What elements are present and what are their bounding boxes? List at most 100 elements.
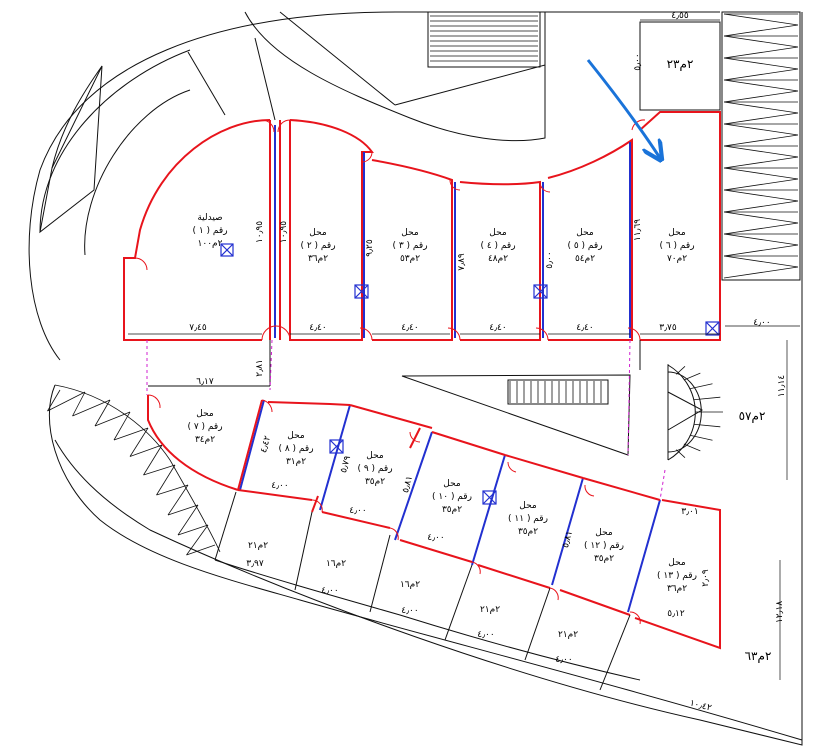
- spiral-tread: [693, 396, 721, 401]
- outdoor-area-label: ٢م٢١: [480, 605, 500, 615]
- dim-top-width: ٤٫٥٥: [671, 11, 689, 21]
- outdoor-area-label: ٢م٢١: [248, 541, 268, 551]
- ramp-line: [723, 266, 799, 279]
- dim-shop4-width: ٤٫٤٠: [489, 323, 506, 333]
- fan-line: [186, 544, 216, 556]
- room-name: محل: [576, 228, 594, 238]
- dim-shop2-width: ٤٫٤٠: [309, 323, 326, 333]
- room-pharmacy: صيدلية رقم ( ١ ) ٢م١٠٠: [192, 213, 227, 249]
- room-number: رقم ( ١٣ ): [657, 571, 697, 581]
- room-name: محل: [519, 501, 537, 511]
- ramp-line: [723, 167, 799, 180]
- room-shop10: محل رقم ( ١٠ ) ٢م٣٥: [432, 479, 472, 515]
- room-shop6: محل رقم ( ٦ ) ٢م٧٠: [659, 228, 694, 264]
- room-shop9: محل رقم ( ٩ ) ٢م٣٥: [357, 451, 392, 487]
- dim-pharmacy-width: ٧٫٤٥: [189, 323, 207, 333]
- room-name: محل: [309, 228, 327, 238]
- room-area: ٢م٣٥: [442, 505, 462, 515]
- room-name: محل: [196, 409, 214, 419]
- room-shop7: محل رقم ( ٧ ) ٢م٣٤: [187, 409, 222, 445]
- ramp-line: [723, 13, 799, 26]
- area-labels: ٢م٢٣ ٢م٥٧ ٢م٦٣ ٢م٢١ ٢م١٦ ٢م١٦ ٢م٢١ ٢م٢١: [248, 57, 771, 663]
- spiral-tread: [683, 372, 701, 381]
- fan-line: [167, 504, 199, 516]
- right-ramp: [721, 11, 801, 281]
- ramp-line: [723, 68, 799, 81]
- upper-shops: [123, 111, 721, 341]
- room-name: محل: [668, 558, 686, 568]
- fan-line: [113, 427, 149, 441]
- dim-bottom-length: ١٠٫٤٢: [688, 699, 712, 714]
- dimension-texts: ٤٫٥٥ ٥٫٠٠ ١٠٫٩٥ ١٠٫٩٥ ٩٫٢٥ ٧٫٨٩ ٥٫٠٠ ١١٫…: [189, 11, 787, 714]
- ramp-line: [723, 35, 799, 48]
- dim-400: ٤٫٠٠: [427, 533, 444, 543]
- ramp-line: [723, 134, 799, 147]
- ramp-line: [723, 211, 799, 224]
- fan-line: [72, 399, 111, 417]
- dim-400: ٤٫٠٠: [555, 655, 572, 665]
- fan-line: [129, 444, 163, 457]
- room-shop8: محل رقم ( ٨ ) ٢م٣١: [278, 431, 313, 467]
- room-number: رقم ( ١٢ ): [584, 541, 624, 551]
- room-shop12: محل رقم ( ١٢ ) ٢م٣٥: [584, 528, 624, 564]
- corridor-core: [148, 340, 641, 456]
- fan-line: [113, 411, 131, 441]
- room-area: ٢م٣١: [286, 457, 306, 467]
- ramp-line: [723, 101, 799, 114]
- room-labels: صيدلية رقم ( ١ ) ٢م١٠٠ محل رقم ( ٢ ) ٢م٣…: [187, 213, 697, 594]
- shaft-3: [533, 284, 548, 299]
- room-area: ٢م٣٥: [518, 527, 538, 537]
- dim-shop5-height: ٥٫٠٠: [545, 251, 555, 268]
- bottom-area-label: ٢م٦٣: [745, 649, 772, 663]
- dim-400: ٤٫٠٠: [477, 630, 494, 640]
- room-name: محل: [366, 451, 384, 461]
- dim-shop13-side: ٢٫٠٩: [701, 569, 711, 587]
- dim-shop10-side: ٥٫٨١: [401, 475, 415, 494]
- spiral-tread: [676, 449, 686, 458]
- dim-shop4-height: ٧٫٨٩: [457, 253, 467, 271]
- ramp-line: [723, 200, 799, 213]
- room-name: محل: [443, 479, 461, 489]
- ramp-line: [723, 244, 799, 257]
- room-number: رقم ( ٩ ): [357, 464, 392, 474]
- dim-shop3-height: ٩٫٢٥: [365, 239, 375, 257]
- room-area: ٢م٣٦: [308, 254, 328, 264]
- room-area: ٢م٣٥: [365, 477, 385, 487]
- ramp-line: [723, 123, 799, 136]
- annotation-arrow: [586, 59, 660, 158]
- shaft-2: [354, 284, 369, 299]
- door-swings: [134, 119, 646, 625]
- room-area: ٢م١٠٠: [198, 239, 223, 249]
- room-area: ٢م٣٤: [195, 435, 215, 445]
- fan-line: [156, 484, 189, 496]
- room-name: صيدلية: [197, 213, 222, 223]
- fan-line: [94, 411, 131, 427]
- dim-shop3-width: ٤٫٤٠: [401, 323, 418, 333]
- lower-shops: [147, 395, 721, 650]
- room-area: ٢م٧٠: [667, 254, 687, 264]
- dim-shop6-height: ١١٫٦٩: [633, 219, 643, 241]
- ramp-line: [723, 24, 799, 37]
- room-name: محل: [287, 431, 305, 441]
- room-number: رقم ( ٨ ): [278, 444, 313, 454]
- fan-line: [47, 389, 61, 412]
- room-area: ٢م٥٣: [400, 254, 420, 264]
- ramp-line: [723, 156, 799, 169]
- spiral-tread: [683, 443, 701, 452]
- dim-bottom-right-height: ١٢٫١٨: [775, 601, 785, 623]
- stairs-top: [427, 11, 541, 68]
- outdoor-area-label: ٢م١٦: [326, 559, 346, 569]
- dim-shop13-top: ٣٫٠١: [681, 507, 698, 517]
- spiral-tread: [689, 434, 713, 441]
- building-outline: [28, 11, 803, 746]
- spiral-stair: [667, 364, 723, 461]
- dim-400: ٤٫٠٠: [271, 481, 288, 491]
- room-shop2: محل رقم ( ٢ ) ٢م٣٦: [300, 228, 335, 264]
- dim-corridor-height: ٢٫٨١: [255, 359, 265, 376]
- right-area-label: ٢م٥٧: [739, 409, 766, 423]
- dim-shop13-bottom: ٥٫١٢: [667, 609, 685, 619]
- fan-line: [167, 484, 189, 516]
- shaft-boxes: [220, 243, 720, 505]
- room-area: ٢م٥٤: [575, 254, 595, 264]
